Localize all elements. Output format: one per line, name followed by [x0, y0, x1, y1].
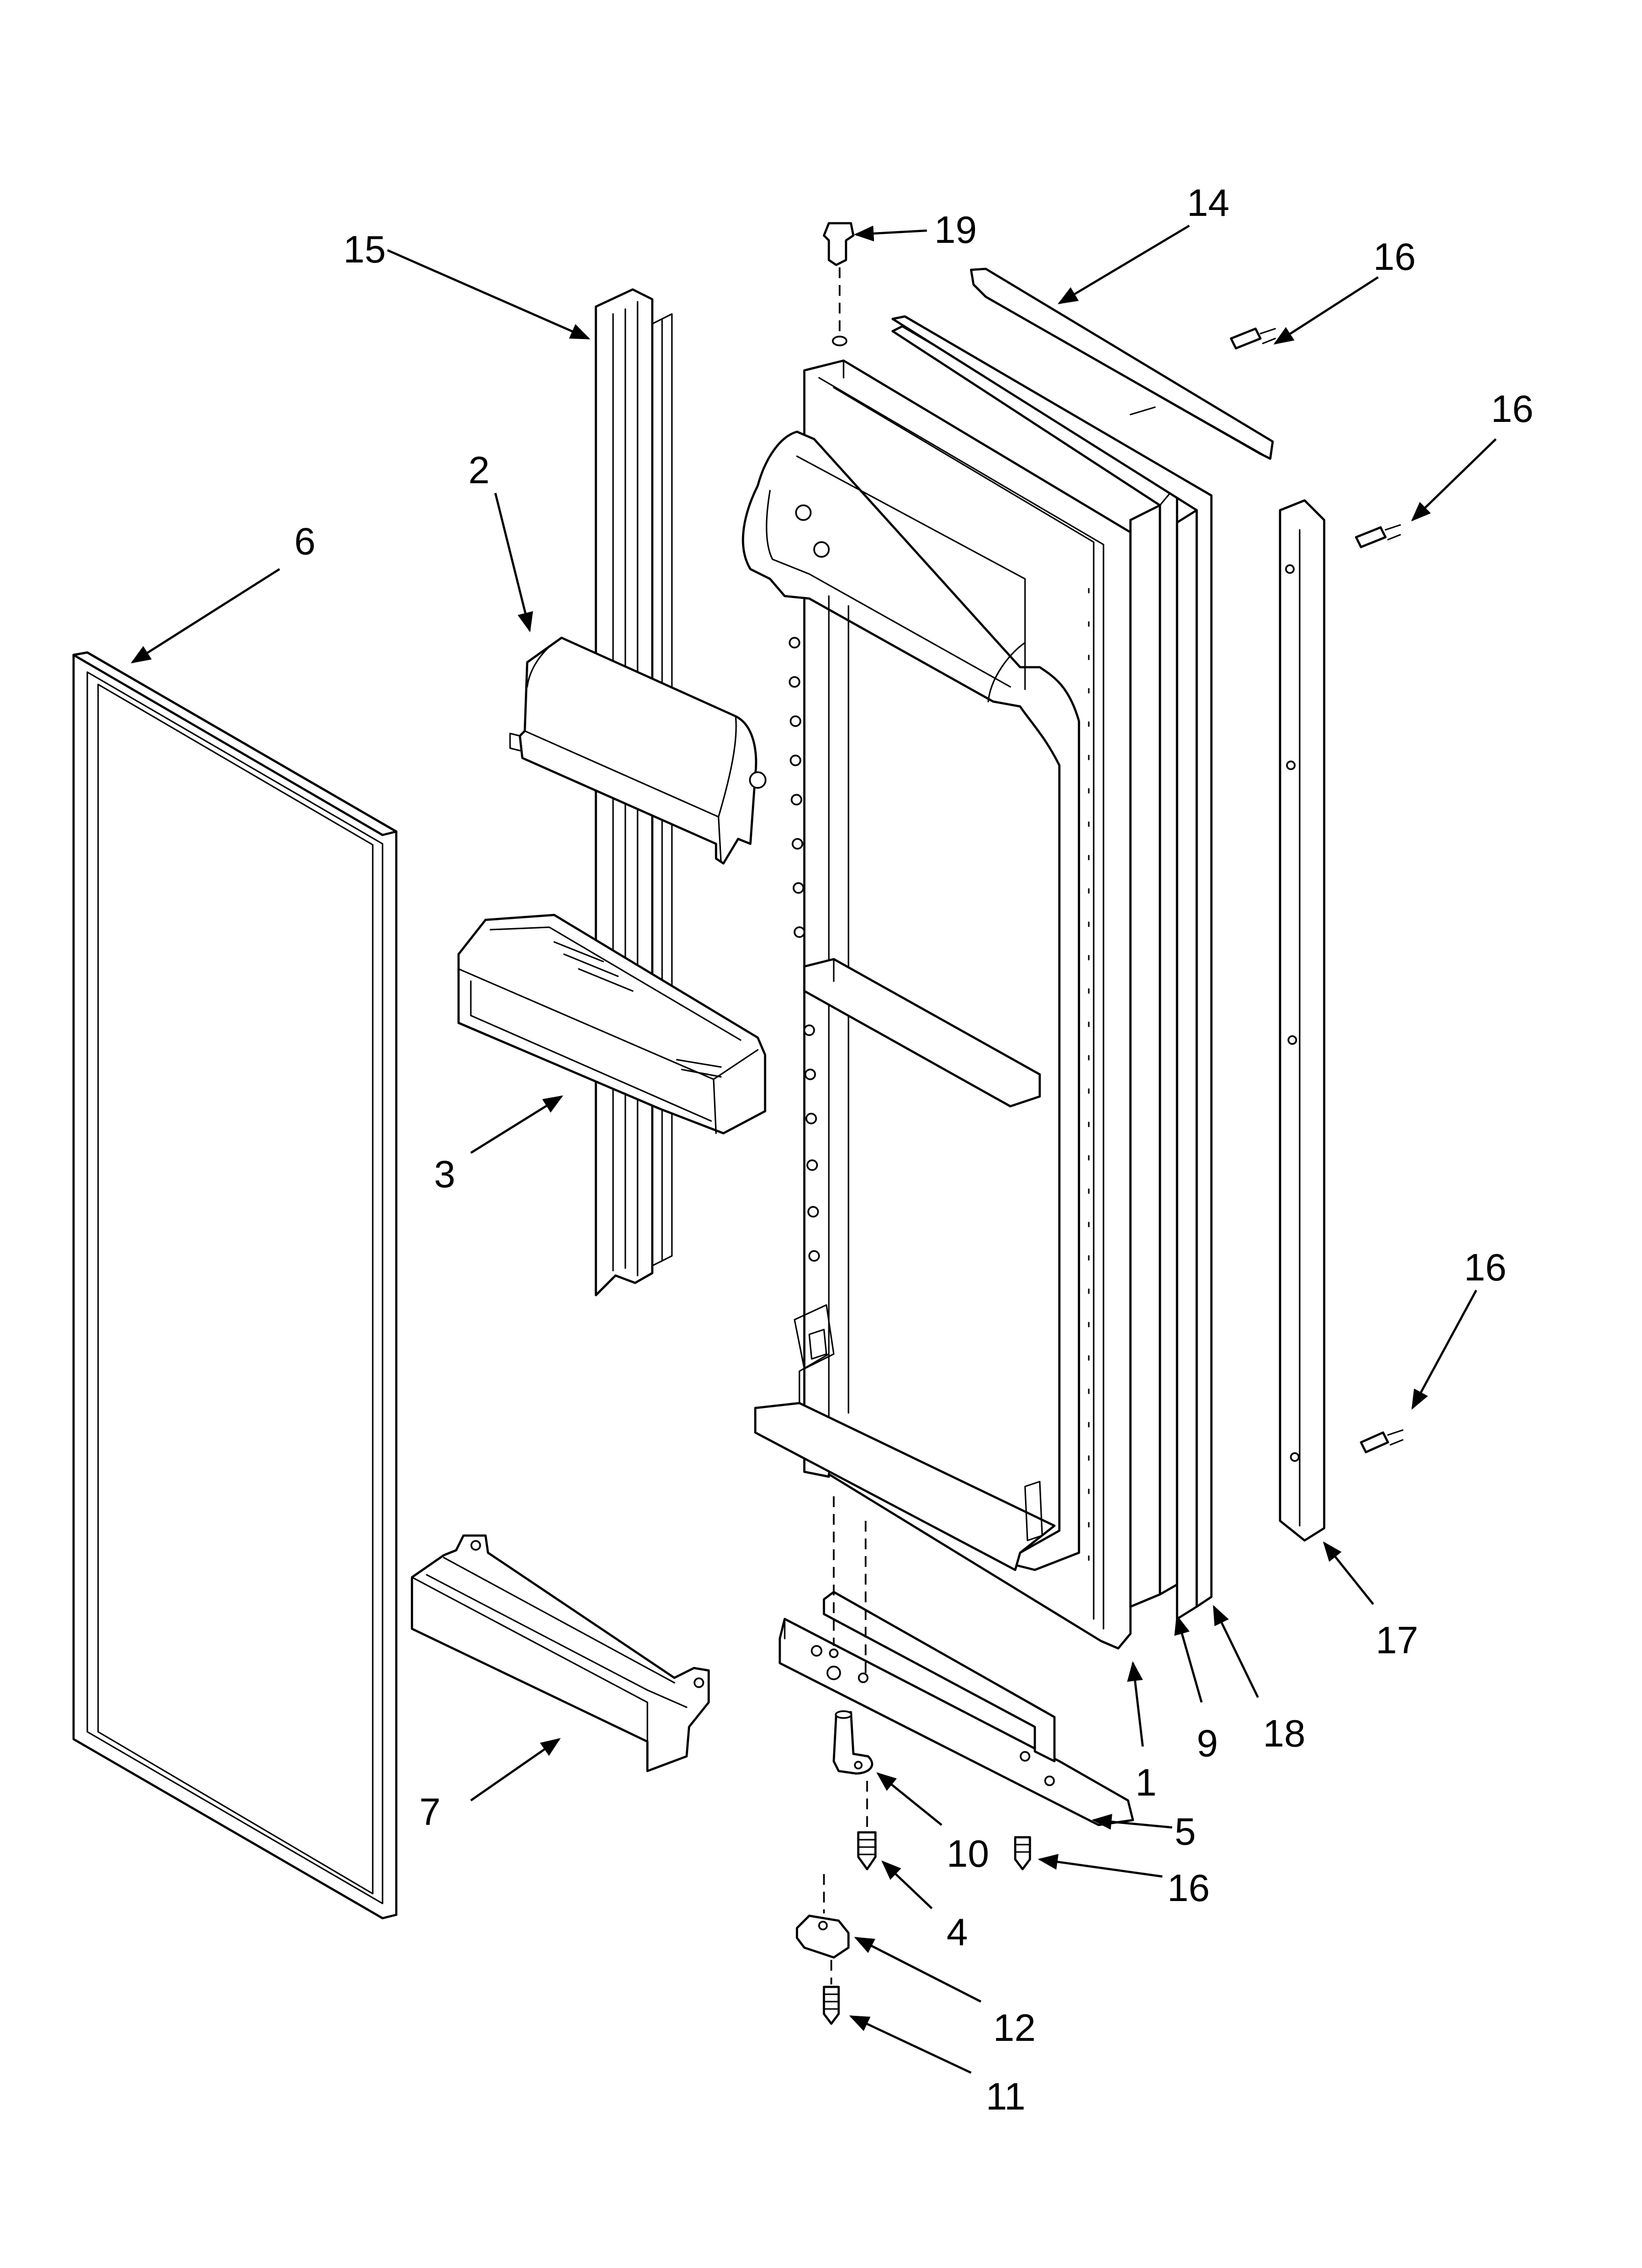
bottom-hinge-bracket-part [778, 1496, 1134, 1826]
hinge-pin-part [832, 1710, 873, 1775]
callout-11: 11 [986, 2075, 1026, 2118]
screw-part-top [1230, 327, 1276, 350]
callout-16-top: 16 [1373, 235, 1416, 278]
callout-12: 12 [993, 2006, 1036, 2049]
callout-3: 3 [434, 1152, 455, 1196]
callout-1: 1 [1135, 1761, 1156, 1804]
top-hinge-plug-part [822, 222, 855, 346]
callout-4: 4 [947, 1910, 968, 1954]
callout-18: 18 [1263, 1712, 1306, 1755]
hinge-block-part [795, 1874, 850, 1959]
screw-part-upper-right [1355, 524, 1401, 548]
callout-19: 19 [934, 208, 977, 251]
screw-part-lower-right [1360, 1429, 1404, 1454]
callout-15: 15 [343, 228, 386, 271]
upper-door-bin-part [457, 913, 767, 1135]
lower-door-bin-part [410, 1534, 710, 1773]
door-outer-panel-part [891, 315, 1213, 1620]
side-door-trim-part [1279, 499, 1326, 1542]
callout-17: 17 [1376, 1618, 1418, 1662]
door-gasket-part [72, 651, 398, 1920]
callout-6: 6 [294, 520, 315, 563]
top-door-trim-part [970, 267, 1274, 460]
callout-7: 7 [419, 1790, 440, 1833]
leader-lines [130, 225, 1497, 2074]
door-liner-part [742, 359, 1132, 1650]
screw-part-hinge [1014, 1836, 1031, 1871]
dairy-compartment-door-part [509, 636, 767, 865]
callout-16-hinge: 16 [1167, 1866, 1210, 1909]
bottom-screw-part [822, 1960, 840, 2025]
callout-9: 9 [1197, 1721, 1218, 1765]
callout-16-lower-right: 16 [1464, 1246, 1507, 1289]
callout-labels: 15 2 6 3 7 19 14 16 16 16 17 18 9 1 5 10… [294, 181, 1534, 2118]
callout-14: 14 [1187, 181, 1230, 224]
hinge-screw-part [857, 1781, 877, 1871]
callout-2: 2 [468, 448, 489, 492]
callout-16-upper-right: 16 [1491, 387, 1534, 430]
callout-10: 10 [947, 1832, 989, 1875]
callout-5: 5 [1175, 1810, 1196, 1853]
